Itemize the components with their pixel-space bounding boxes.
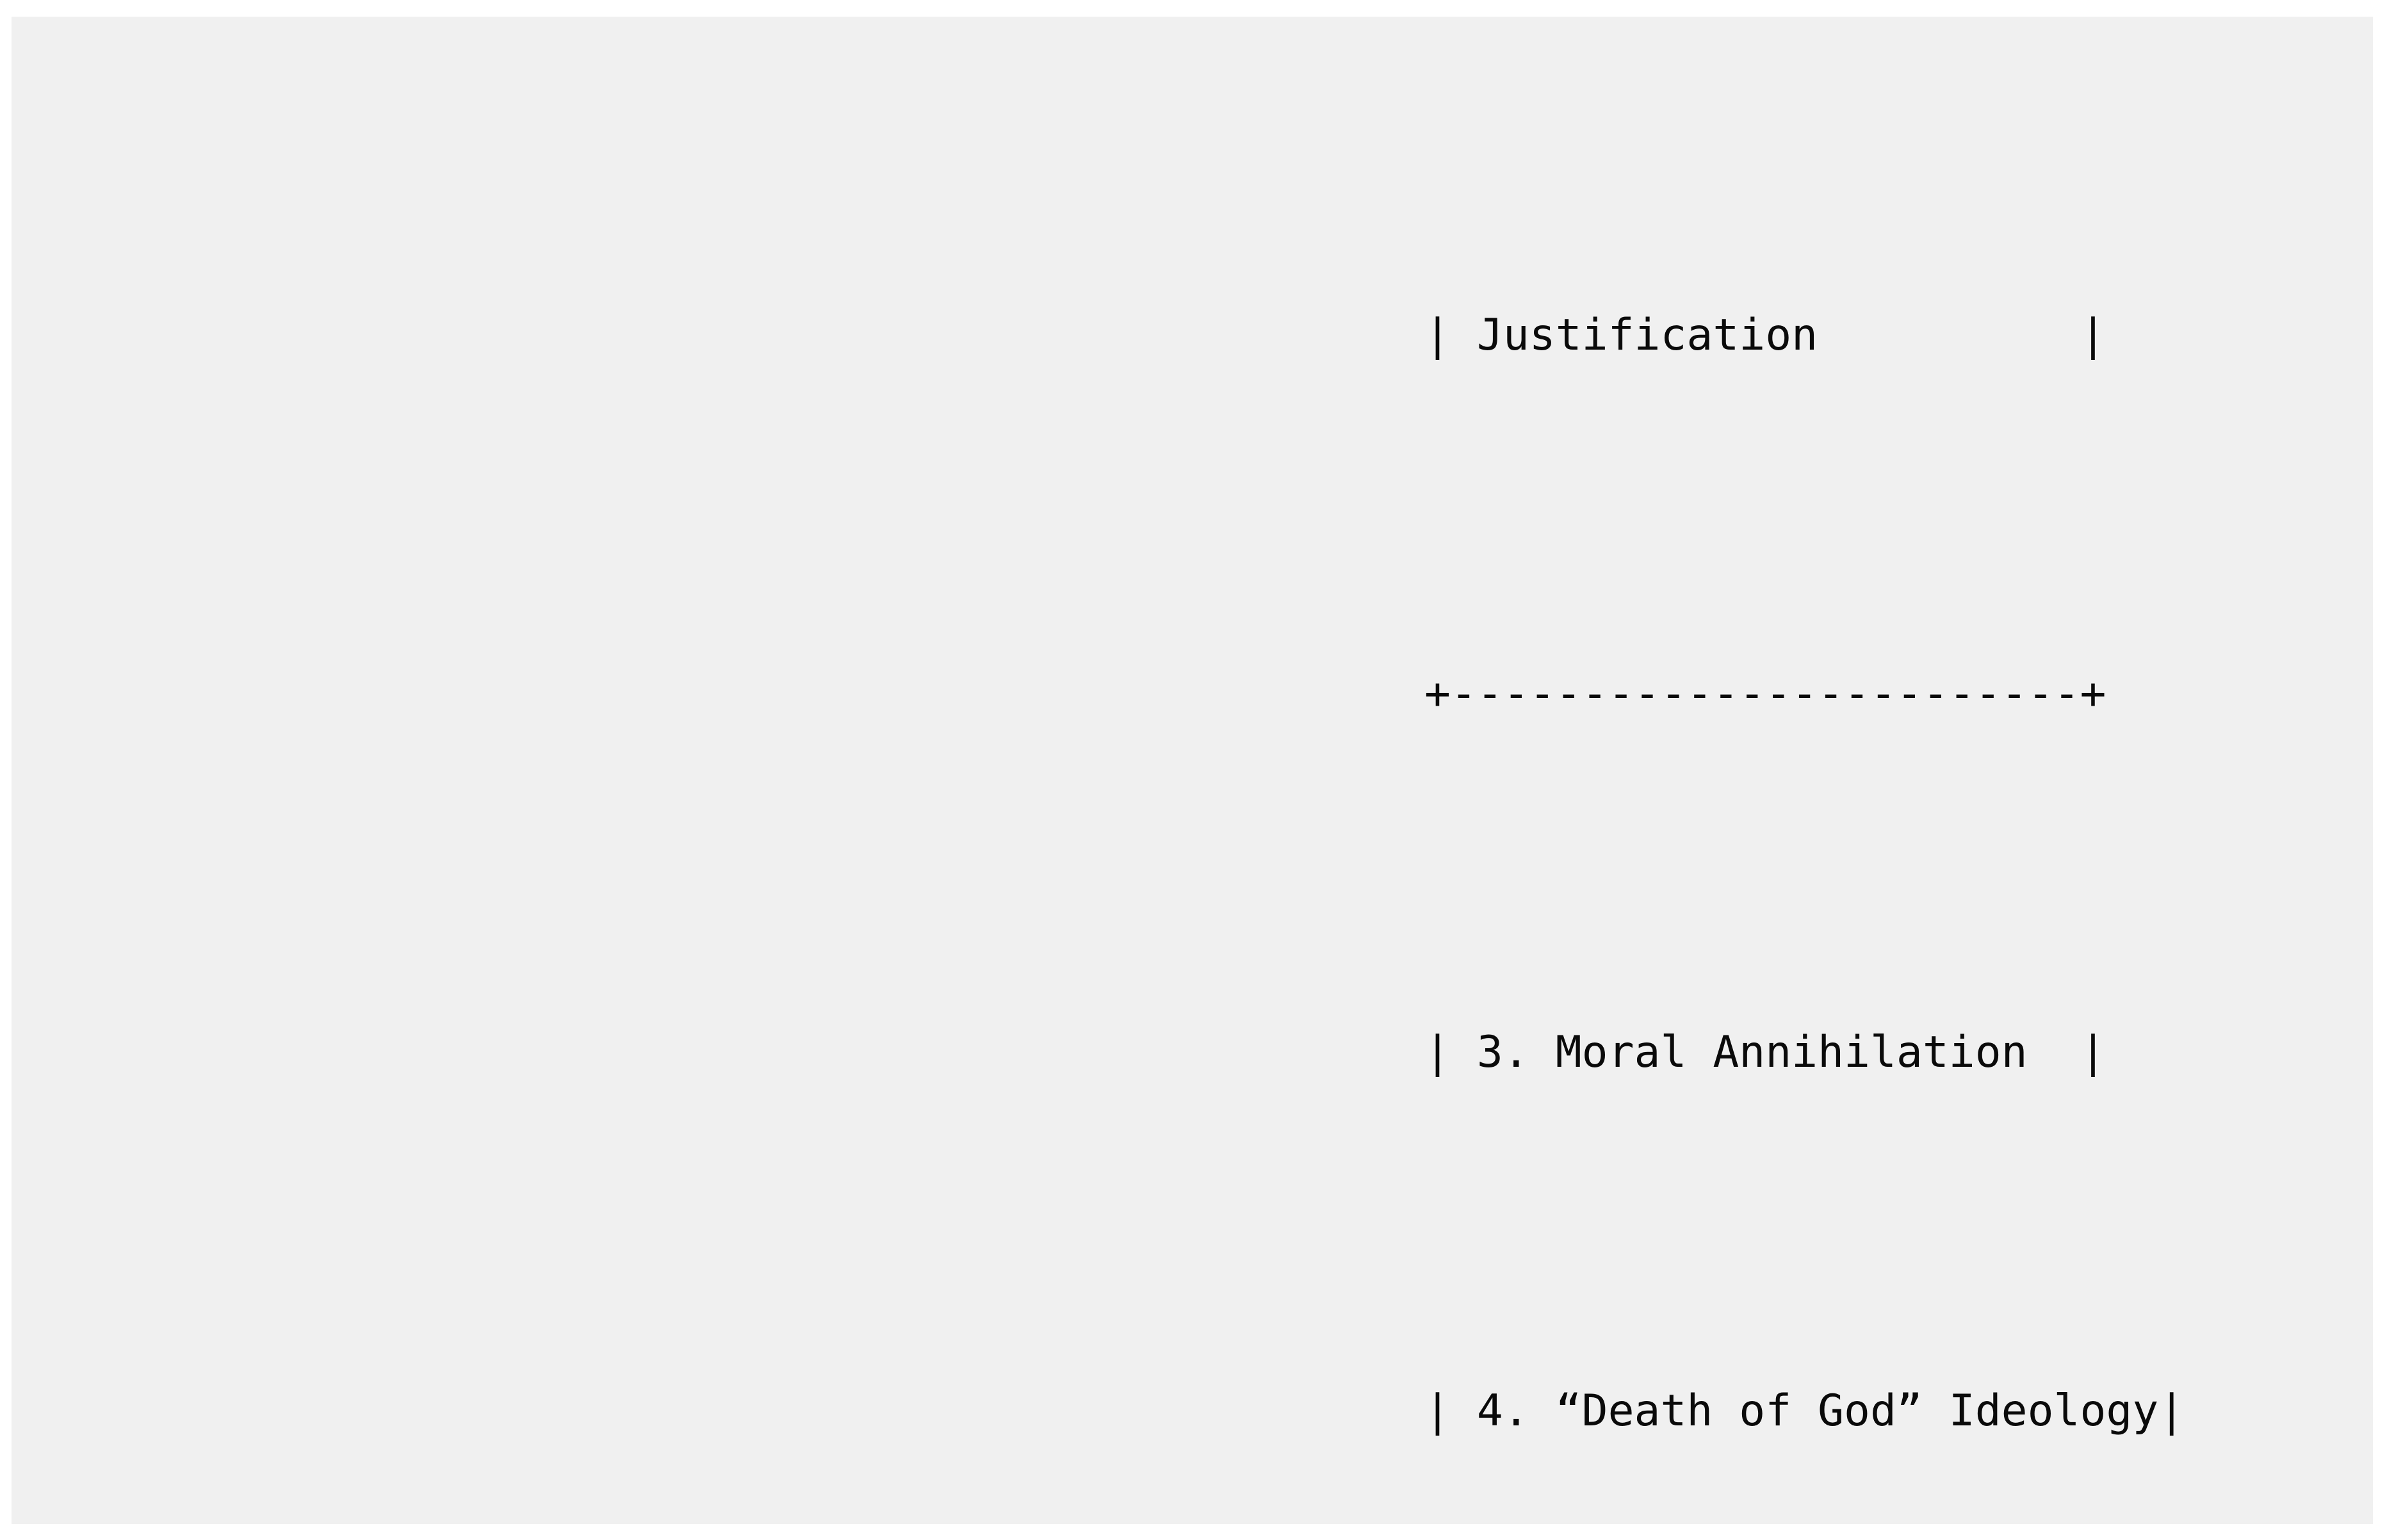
ascii-line-separator-top: +------------------------+	[1424, 669, 2106, 719]
ascii-line-item-death-of-god-ideology: | 4. “Death of God” Ideology|	[1424, 1386, 2185, 1436]
ascii-line-item-moral-annihilation: | 3. Moral Annihilation |	[1424, 1027, 2106, 1078]
ascii-line-justification-header: | Justification |	[1424, 310, 2106, 361]
ascii-art-diagram: | Justification | +---------------------…	[1424, 22, 2185, 1540]
content-panel: | Justification | +---------------------…	[12, 17, 2373, 1524]
